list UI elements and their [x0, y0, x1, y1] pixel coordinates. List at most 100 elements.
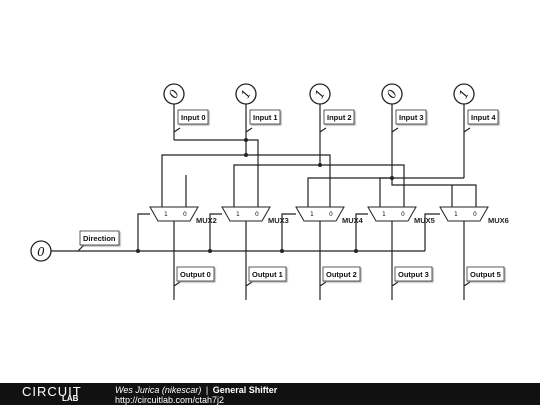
- flag-leader: [245, 127, 253, 133]
- flag-label: Input 1: [253, 113, 278, 122]
- output-flag-5[interactable]: Output 5: [463, 266, 505, 287]
- flag-box: [467, 109, 499, 125]
- flag-leader: [319, 281, 327, 287]
- flag-label: Output 2: [326, 270, 357, 279]
- wire-in2-cross: [320, 164, 405, 178]
- flag-box: [395, 109, 427, 125]
- wire-in4-route: [379, 177, 464, 207]
- output-flag-1[interactable]: Output 1: [245, 266, 287, 287]
- flag-box: [79, 230, 120, 246]
- mux-select-zero: 0: [473, 211, 477, 218]
- flag-label: Input 2: [327, 113, 352, 122]
- logo-text-top: CIRCUIT: [22, 384, 82, 399]
- wire-sel-mux6: [424, 213, 440, 251]
- probe-circle: [309, 83, 331, 105]
- mux-2[interactable]: 1 0 MUX2: [149, 206, 217, 225]
- input-flag-1[interactable]: Input 1: [245, 109, 281, 133]
- logo-text-bottom: LAB: [62, 394, 79, 403]
- schematic-svg: 1 0 MUX2 1 0 MUX3 1 0 MUX4 1 0 MUX5 1 0 …: [30, 83, 509, 300]
- flag-box: [466, 266, 505, 282]
- flag-label: Output 1: [252, 270, 283, 279]
- flag-leader: [463, 127, 471, 133]
- input-flag-2[interactable]: Input 2: [319, 109, 355, 133]
- mux-6[interactable]: 1 0 MUX6: [439, 206, 509, 225]
- probe-circle: [163, 83, 185, 105]
- mux-body: [439, 206, 489, 222]
- flag-leader: [245, 281, 253, 287]
- mux-label: MUX3: [268, 216, 289, 225]
- circuit-url-link[interactable]: http://circuitlab.com/ctah7j2: [115, 395, 225, 405]
- flag-label: Output 3: [398, 270, 429, 279]
- junction-dot: [136, 249, 140, 253]
- input-probe-3[interactable]: 0: [381, 83, 403, 105]
- mux-body: [149, 206, 199, 222]
- mux-3[interactable]: 1 0 MUX3: [221, 206, 289, 225]
- wire-in1-cross: [246, 154, 331, 178]
- flag-leader: [391, 127, 399, 133]
- probe-circle: [235, 83, 257, 105]
- probe-circle: [30, 240, 52, 262]
- mux-select-one: 1: [454, 211, 458, 218]
- circuit-title[interactable]: General Shifter: [212, 385, 278, 395]
- credit-line: Wes Jurica (nikescar) | General Shifter: [115, 385, 277, 395]
- mux-select-one: 1: [382, 211, 386, 218]
- mux-label: MUX2: [196, 216, 217, 225]
- flag-leader: [173, 127, 181, 133]
- input-probe-1[interactable]: 1: [235, 83, 257, 105]
- mux-label: MUX6: [488, 216, 509, 225]
- wire-in3-cross: [391, 178, 477, 207]
- input-flag-0[interactable]: Input 0: [173, 109, 209, 133]
- input-probe-0[interactable]: 0: [163, 83, 185, 105]
- wire-sel-mux4: [281, 213, 296, 251]
- mux-select-zero: 0: [183, 211, 187, 218]
- flag-leader: [77, 244, 85, 252]
- probe-circle: [453, 83, 475, 105]
- direction-flag[interactable]: Direction: [77, 230, 120, 252]
- flag-leader: [173, 281, 181, 287]
- mux-5[interactable]: 1 0 MUX5: [367, 206, 435, 225]
- mux-label: MUX4: [342, 216, 364, 225]
- junction-dot: [208, 249, 212, 253]
- probe-value: 0: [37, 245, 45, 259]
- flag-box: [322, 266, 361, 282]
- input-probe-4[interactable]: 1: [453, 83, 475, 105]
- mux-select-zero: 0: [401, 211, 405, 218]
- mux-4[interactable]: 1 0 MUX4: [295, 206, 364, 225]
- flag-box: [394, 266, 433, 282]
- mux-label: MUX5: [414, 216, 435, 225]
- output-flag-2[interactable]: Output 2: [319, 266, 361, 287]
- flag-leader: [463, 281, 471, 287]
- footer-bar: CIRCUIT LAB Wes Jurica (nikescar) | Gene…: [0, 383, 540, 405]
- circuitlab-logo: CIRCUIT LAB: [22, 384, 92, 403]
- wire-in2-route: [233, 153, 321, 207]
- junctions: [136, 138, 394, 253]
- flag-label: Direction: [83, 234, 116, 243]
- output-flag-3[interactable]: Output 3: [391, 266, 433, 287]
- flag-label: Input 4: [471, 113, 496, 122]
- input-flag-4[interactable]: Input 4: [463, 109, 499, 133]
- junction-dot: [280, 249, 284, 253]
- output-flag-0[interactable]: Output 0: [173, 266, 215, 287]
- flag-leader: [391, 281, 399, 287]
- flag-leader: [319, 127, 327, 133]
- wire-in1-route: [161, 140, 247, 207]
- mux-body: [367, 206, 417, 222]
- flag-label: Output 0: [180, 270, 211, 279]
- wire-in3-route: [307, 165, 393, 207]
- mux-select-zero: 0: [255, 211, 259, 218]
- junction-dot: [318, 163, 322, 167]
- direction-probe[interactable]: 0: [30, 240, 52, 262]
- mux-select-one: 1: [164, 211, 168, 218]
- wire-in0-route: [174, 139, 259, 165]
- wire-sel-mux2: [137, 213, 150, 251]
- junction-dot: [244, 138, 248, 142]
- author-name[interactable]: Wes Jurica (nikescar): [115, 385, 202, 395]
- mux-select-one: 1: [310, 211, 314, 218]
- wire-sel-mux3: [209, 213, 222, 251]
- probe-circle: [381, 83, 403, 105]
- wires: [51, 104, 477, 300]
- input-probe-2[interactable]: 1: [309, 83, 331, 105]
- flag-box: [323, 109, 355, 125]
- input-flag-3[interactable]: Input 3: [391, 109, 427, 133]
